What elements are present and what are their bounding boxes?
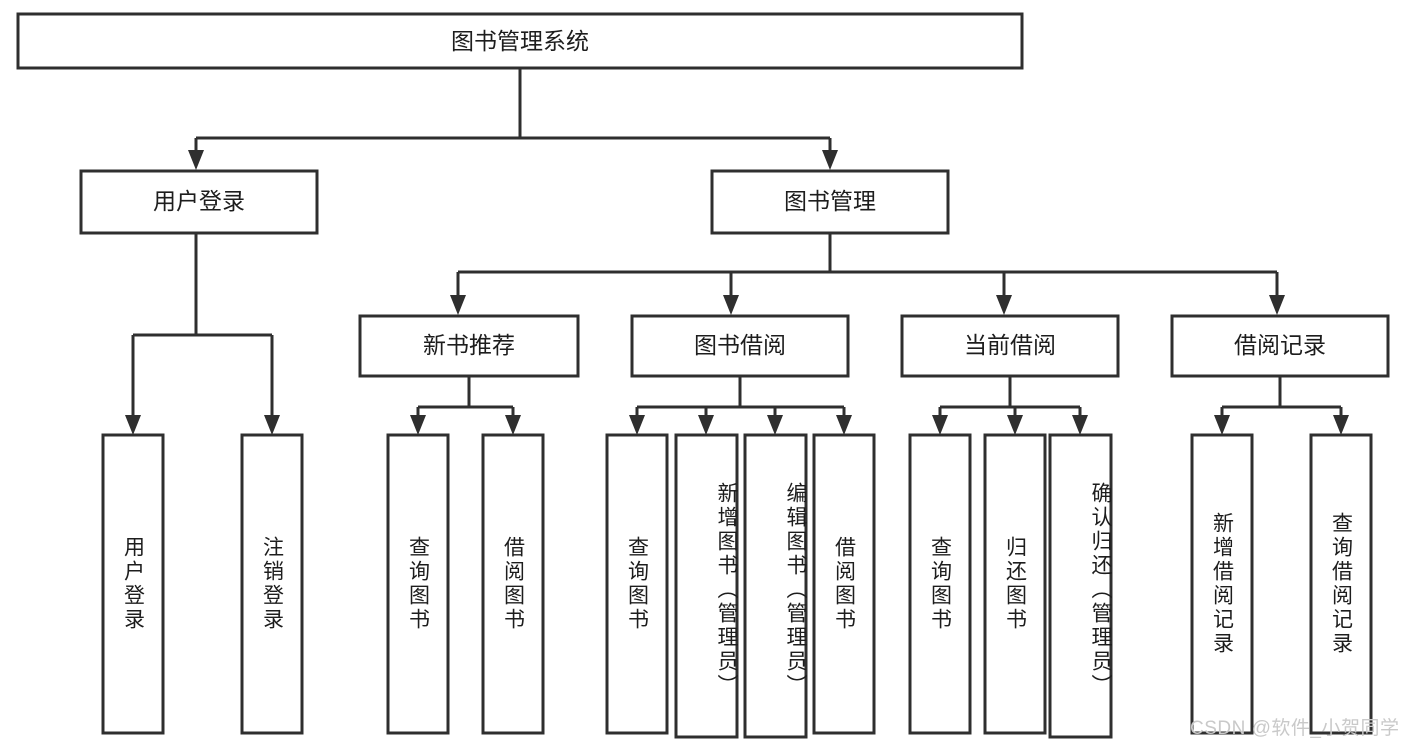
arrow-head-leaf-add-book-admin — [698, 415, 714, 435]
connector-current-borrow-to-leaves — [932, 376, 1088, 435]
node-leaf-user-logout-rect[interactable] — [240, 433, 304, 735]
node-current-borrow-label: 当前借阅 — [964, 332, 1056, 358]
arrow-head-borrow-record — [1269, 295, 1285, 315]
node-book-borrow-label: 图书借阅 — [694, 332, 786, 358]
node-book-management-label: 图书管理 — [784, 188, 876, 214]
node-leaf-query-book-2-rect[interactable] — [605, 433, 669, 735]
arrow-head-book-borrow — [723, 295, 739, 315]
node-leaf-return-book-rect[interactable] — [983, 433, 1047, 735]
connector-root-to-level2 — [188, 68, 838, 170]
node-current-borrow-rect[interactable] — [900, 314, 1120, 378]
arrow-head-leaf-return-book — [1007, 415, 1023, 435]
node-leaf-add-borrow-record-rect[interactable] — [1190, 433, 1254, 735]
arrow-head-leaf-query-book-2 — [629, 415, 645, 435]
arrow-head-leaf-query-book-1 — [410, 415, 426, 435]
arrow-head-leaf-confirm-return-admin — [1072, 415, 1088, 435]
node-book-borrow[interactable]: 图书借阅 — [630, 314, 850, 378]
connector-borrow-record-to-leaves — [1214, 376, 1349, 435]
node-root-label: 图书管理系统 — [451, 28, 589, 54]
node-new-book-recommend[interactable]: 新书推荐 — [358, 314, 580, 378]
watermark: CSDN @软件_小贺同学 — [1190, 718, 1400, 739]
node-borrow-record[interactable]: 借阅记录 — [1170, 314, 1390, 378]
node-leaf-query-book-1-rect[interactable] — [386, 433, 450, 735]
arrow-head-leaf-user-login — [125, 415, 141, 435]
leaf-node-rect-group — [101, 433, 1373, 739]
node-leaf-borrow-book-2-rect[interactable] — [812, 433, 876, 735]
arrow-head-leaf-borrow-book-1 — [505, 415, 521, 435]
node-book-management-rect[interactable] — [710, 169, 950, 235]
node-book-management[interactable]: 图书管理 — [710, 169, 950, 235]
node-user-login[interactable]: 用户登录 — [79, 169, 319, 235]
node-user-login-rect[interactable] — [79, 169, 319, 235]
node-leaf-edit-book-admin-rect[interactable] — [743, 433, 808, 739]
arrow-head-leaf-query-book-3 — [932, 415, 948, 435]
connector-user-login-to-leaves — [125, 233, 280, 435]
node-leaf-confirm-return-admin-rect[interactable] — [1048, 433, 1113, 739]
node-new-book-recommend-rect[interactable] — [358, 314, 580, 378]
arrow-head-book-management — [822, 150, 838, 170]
node-borrow-record-label: 借阅记录 — [1234, 332, 1326, 358]
node-root-rect[interactable] — [16, 12, 1024, 70]
node-leaf-query-book-3-rect[interactable] — [908, 433, 972, 735]
arrow-head-leaf-add-borrow-record — [1214, 415, 1230, 435]
arrow-head-leaf-user-logout — [264, 415, 280, 435]
arrow-head-current-borrow — [996, 295, 1012, 315]
connector-new-book-recommend-to-leaves — [410, 376, 521, 435]
node-new-book-recommend-label: 新书推荐 — [423, 332, 515, 358]
node-leaf-user-login-rect[interactable] — [101, 433, 165, 735]
node-leaf-borrow-book-1-rect[interactable] — [481, 433, 545, 735]
arrow-head-leaf-borrow-book-2 — [836, 415, 852, 435]
node-root[interactable]: 图书管理系统 — [16, 12, 1024, 70]
arrow-head-leaf-edit-book-admin — [767, 415, 783, 435]
node-leaf-query-borrow-record-rect[interactable] — [1309, 433, 1373, 735]
arrow-head-user-login — [188, 150, 204, 170]
node-book-borrow-rect[interactable] — [630, 314, 850, 378]
arrow-head-leaf-query-borrow-record — [1333, 415, 1349, 435]
node-borrow-record-rect[interactable] — [1170, 314, 1390, 378]
arrow-head-new-book-recommend — [450, 295, 466, 315]
connector-book-borrow-to-leaves — [629, 376, 852, 435]
node-leaf-add-book-admin-rect[interactable] — [674, 433, 739, 739]
node-current-borrow[interactable]: 当前借阅 — [900, 314, 1120, 378]
connector-book-management-to-level3 — [450, 233, 1285, 315]
node-user-login-label: 用户登录 — [153, 188, 245, 214]
